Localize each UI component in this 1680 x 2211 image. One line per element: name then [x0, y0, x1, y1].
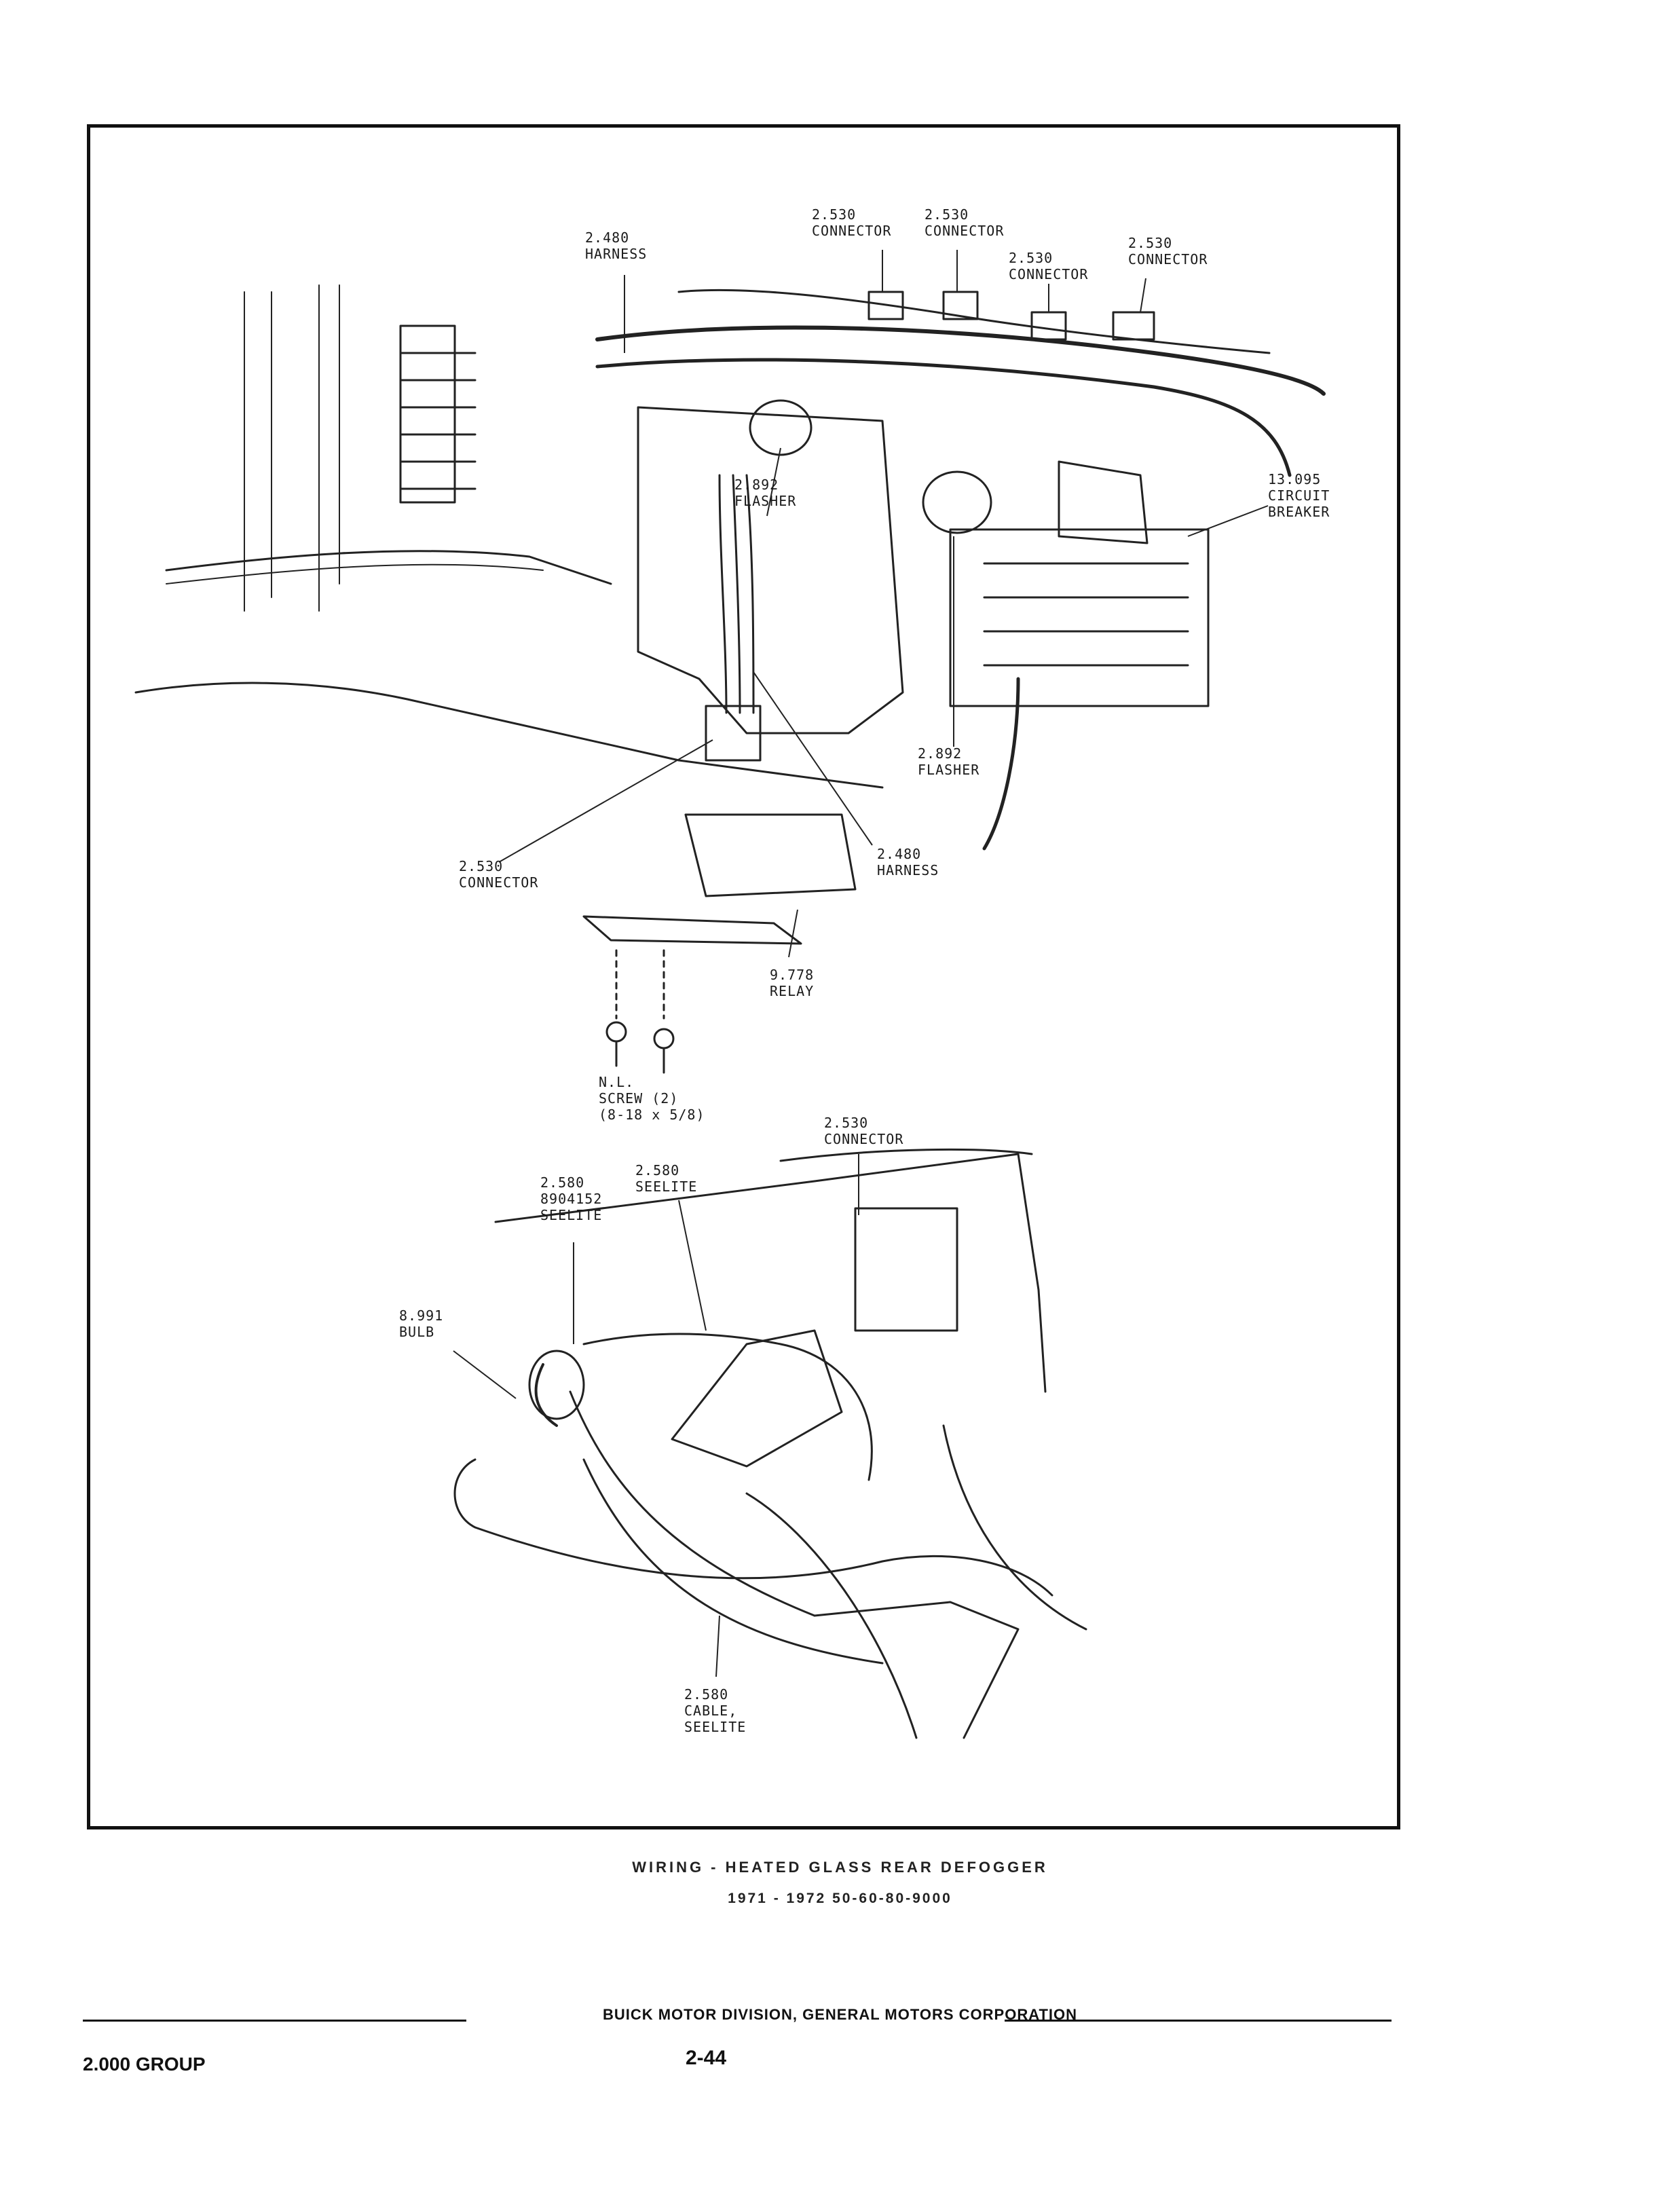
footer-rule-left — [83, 2020, 466, 2022]
relay — [582, 705, 857, 945]
page-number: 2-44 — [686, 2047, 727, 2069]
footer-group: 2.000 GROUP — [83, 2054, 206, 2075]
screw-label: N.L.SCREW (2)(8-18 x 5/8) — [599, 1074, 705, 1123]
diagram-frame — [87, 124, 1400, 1829]
figure-title: WIRING - HEATED GLASS REAR DEFOGGER — [632, 1859, 1048, 1876]
figure-subtitle: 1971 - 1972 50-60-80-9000 — [728, 1891, 952, 1906]
fuse-block-left — [399, 324, 477, 504]
footer-rule-right — [1005, 2020, 1392, 2022]
footer-division: BUICK MOTOR DIVISION, GENERAL MOTORS COR… — [602, 2006, 1078, 2023]
